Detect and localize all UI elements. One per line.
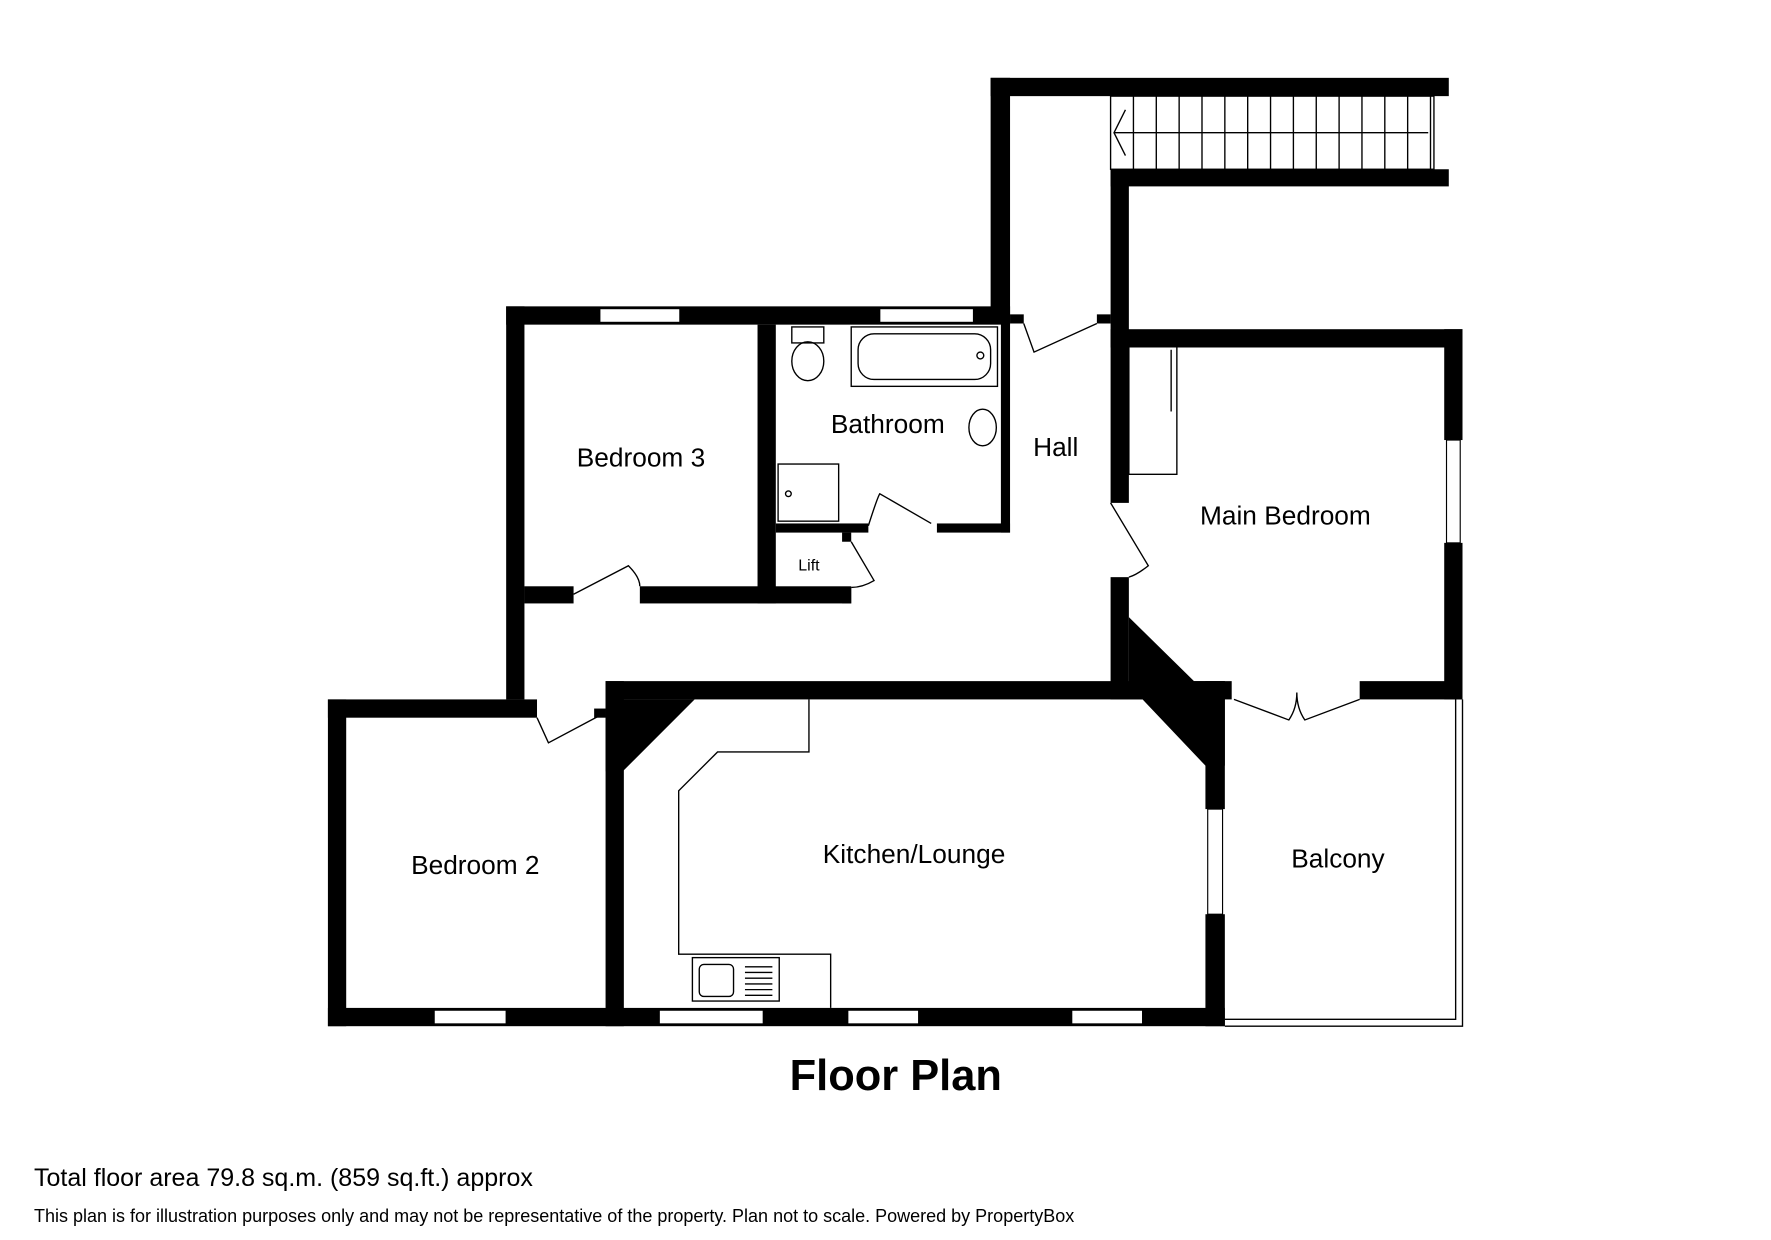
total-floor-area: Total floor area 79.8 sq.m. (859 sq.ft.)…: [34, 1164, 533, 1192]
balcony-outline: [1224, 699, 1464, 1027]
room-label-bedroom-3: Bedroom 3: [577, 442, 705, 472]
disclaimer: This plan is for illustration purposes o…: [34, 1206, 1075, 1226]
room-label-kitchen-lounge: Kitchen/Lounge: [823, 839, 1006, 869]
room-label-lift: Lift: [798, 557, 820, 574]
room-label-bathroom: Bathroom: [831, 409, 945, 439]
room-label-hall: Hall: [1033, 432, 1078, 462]
room-label-main-bedroom: Main Bedroom: [1200, 501, 1371, 531]
plan-title: Floor Plan: [790, 1052, 1002, 1100]
fixtures: [678, 326, 1178, 1008]
room-label-bedroom-2: Bedroom 2: [411, 850, 539, 880]
walls: [327, 77, 1463, 1027]
stairs: [1109, 95, 1435, 170]
doors: [536, 322, 1360, 744]
windows: [433, 308, 1461, 1025]
room-label-balcony: Balcony: [1291, 843, 1385, 873]
